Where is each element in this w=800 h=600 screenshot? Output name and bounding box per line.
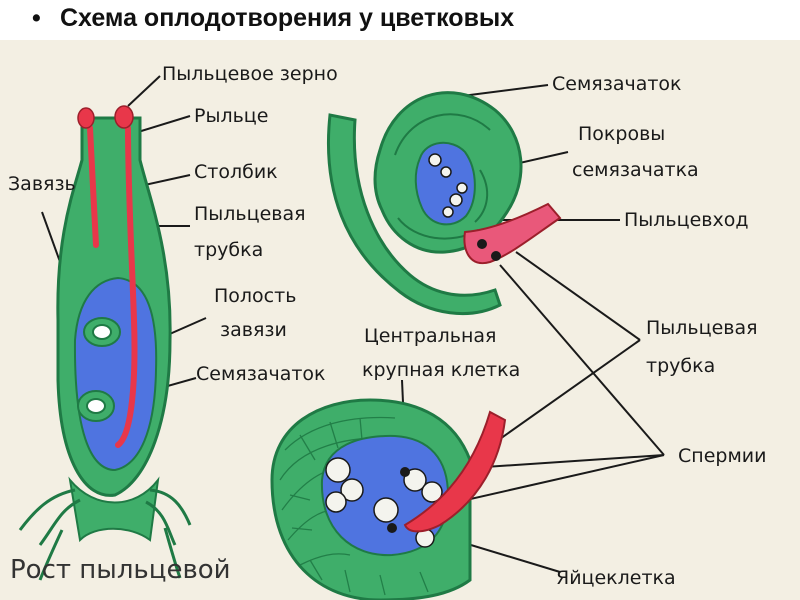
label-pollen-tube-right-1: Пыльцевая: [646, 317, 758, 339]
label-ovary-cavity-1: Полость: [214, 285, 296, 307]
sepals: [18, 488, 192, 581]
label-central-cell-2: крупная клетка: [362, 359, 520, 381]
label-stigma: Рыльце: [194, 105, 268, 127]
pollen-grain-a: [77, 107, 95, 129]
pollen-tube-left: [115, 125, 138, 448]
label-central-cell-1: Центральная: [364, 325, 496, 347]
ovule-stalk: [326, 113, 502, 316]
pollen-grain-b: [114, 105, 134, 129]
ovule-top: [326, 91, 562, 316]
label-pollen-tube-right-2: трубка: [646, 355, 715, 377]
label-egg-cell: Яйцеклетка: [556, 567, 676, 589]
pistil: [18, 105, 192, 581]
label-integuments-2: семязачатка: [572, 159, 699, 181]
base: [68, 476, 160, 543]
label-sperm: Спермии: [678, 445, 766, 467]
pollen-tube-top: [463, 202, 562, 265]
label-style: Столбик: [194, 161, 278, 183]
ovary-cavity: [73, 276, 158, 472]
label-ovule-left: Семязачаток: [196, 363, 326, 385]
label-integuments-1: Покровы: [578, 123, 665, 145]
fertilization-diagram: Пыльцевое зерно Рыльце Завязь Столбик Пы…: [0, 40, 800, 600]
ovule-pair: [77, 317, 121, 422]
sperm-top-a: [477, 239, 487, 249]
label-pollen-tube-left-2: трубка: [194, 239, 263, 261]
cells-bottom: [325, 457, 443, 548]
title-text: Схема оплодотворения у цветковых: [60, 4, 515, 32]
sperm-bottom-a: [400, 467, 410, 477]
ovule-bottom: [270, 398, 507, 600]
label-pollen-tube-left-1: Пыльцевая: [194, 203, 306, 225]
label-ovary: Завязь: [8, 173, 76, 195]
cells-top: [428, 153, 468, 218]
label-ovule-right: Семязачаток: [552, 73, 682, 95]
sperm-top-b: [491, 251, 501, 261]
pollen-tube-bottom: [403, 410, 507, 533]
caption: Рост пыльцевой: [10, 555, 231, 585]
sperm-bottom-b: [387, 523, 397, 533]
pollen-tube-left-2: [87, 125, 99, 248]
label-ovary-cavity-2: завязи: [220, 319, 287, 341]
slide-title: • Схема оплодотворения у цветковых: [32, 4, 515, 33]
title-bullet: •: [32, 4, 41, 32]
label-pollen-grain: Пыльцевое зерно: [162, 63, 338, 85]
label-micropyle: Пыльцевход: [624, 209, 748, 231]
